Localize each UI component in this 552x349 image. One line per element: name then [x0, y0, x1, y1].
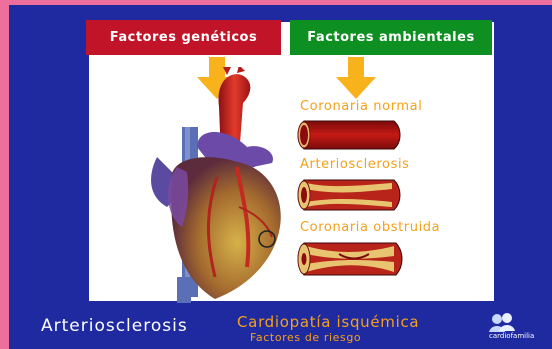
heart-illustration [127, 67, 292, 303]
logo-text: cardiofamilia [489, 332, 534, 340]
tab-factores-ambientales: Factores ambientales [290, 20, 492, 55]
down-arrow-icon [336, 57, 376, 99]
tab-factores-geneticos-label: Factores genéticos [110, 30, 257, 45]
slide-frame: Factores genéticos Factores ambientales [9, 5, 552, 349]
footer-title: Cardiopatía isquémica [237, 313, 419, 331]
label-coronaria-obstruida: Coronaria obstruida [300, 220, 440, 235]
footer-arteriosclerosis: Arteriosclerosis [41, 316, 188, 336]
vessel-arteriosclerosis-illustration [294, 177, 404, 213]
label-coronaria-normal: Coronaria normal [300, 99, 422, 114]
vessel-normal-illustration [294, 118, 404, 152]
tab-factores-ambientales-label: Factores ambientales [307, 30, 474, 45]
vessel-obstruida-illustration [294, 240, 406, 278]
footer-subtitle: Factores de riesgo [250, 331, 361, 344]
label-arteriosclerosis: Arteriosclerosis [300, 157, 410, 172]
tab-factores-geneticos: Factores genéticos [86, 20, 281, 55]
